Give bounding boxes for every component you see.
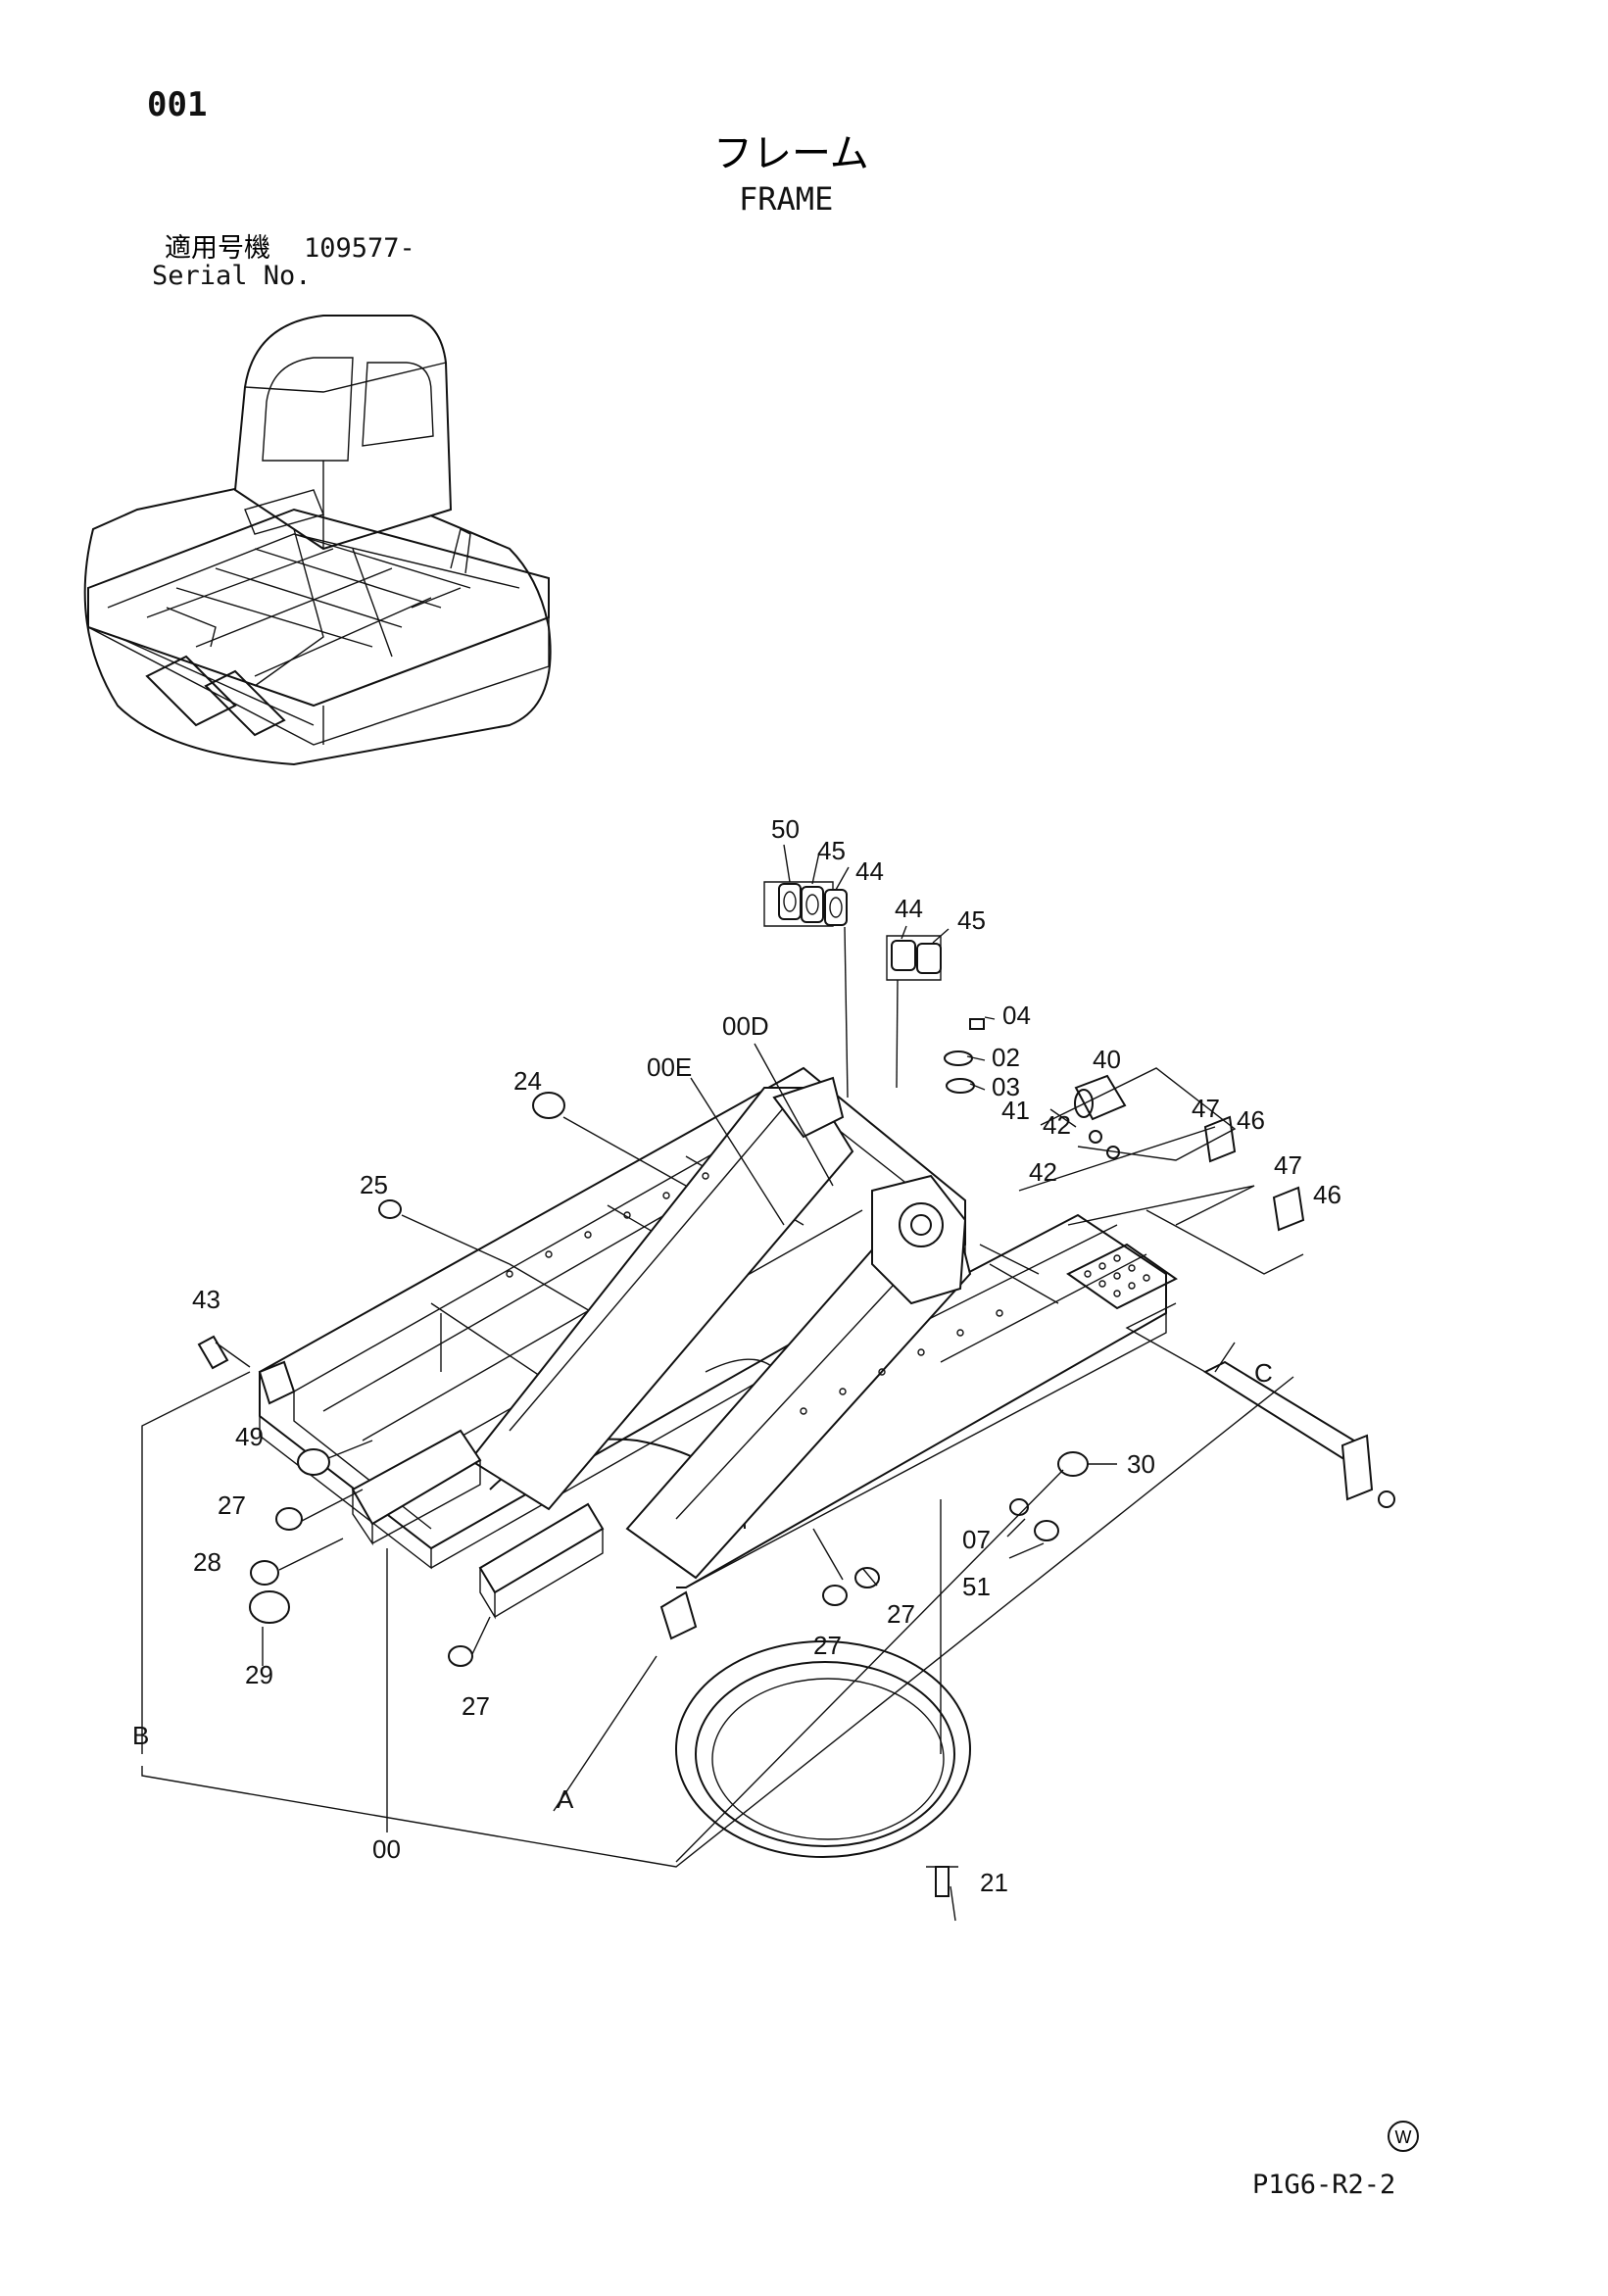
callout-51: 51 xyxy=(962,1572,991,1601)
serial-label-japanese: 適用号機 xyxy=(165,233,270,264)
callout-29: 29 xyxy=(245,1660,273,1689)
callout-47: 47 xyxy=(1192,1094,1220,1123)
title-japanese: フレーム xyxy=(713,131,869,176)
callout-28: 28 xyxy=(193,1547,221,1577)
callout-45: 45 xyxy=(817,836,846,865)
serial-label-english: Serial No. xyxy=(152,261,312,291)
callout-03: 03 xyxy=(992,1072,1020,1101)
watermark-symbol: W xyxy=(1388,2121,1419,2152)
callout-labels: 50 45 44 44 45 04 00D 02 40 00E 03 24 41… xyxy=(132,814,1341,1897)
callout-45: 45 xyxy=(957,905,986,935)
callout-49: 49 xyxy=(235,1422,264,1451)
callout-21: 21 xyxy=(980,1868,1008,1897)
callout-00D: 00D xyxy=(722,1011,769,1041)
callout-42: 42 xyxy=(1043,1110,1071,1140)
callout-27: 27 xyxy=(813,1631,842,1660)
watermark-letter: W xyxy=(1395,2127,1412,2147)
callout-44: 44 xyxy=(855,856,884,886)
callout-43: 43 xyxy=(192,1285,220,1314)
serial-number-value: 109577- xyxy=(304,233,415,264)
excavator-overview-illustration xyxy=(83,315,552,766)
title-english: FRAME xyxy=(739,180,833,218)
callout-07: 07 xyxy=(962,1525,991,1554)
callout-00E: 00E xyxy=(647,1052,692,1082)
callout-04: 04 xyxy=(1002,1001,1031,1030)
callout-C: C xyxy=(1254,1358,1273,1388)
callout-25: 25 xyxy=(360,1170,388,1199)
callout-41: 41 xyxy=(1001,1096,1030,1125)
leader-lines xyxy=(141,844,1304,1922)
callout-24: 24 xyxy=(513,1066,542,1096)
callout-27: 27 xyxy=(462,1691,490,1721)
callout-44: 44 xyxy=(895,894,923,923)
callout-B: B xyxy=(132,1721,149,1750)
callout-46: 46 xyxy=(1313,1180,1341,1209)
callout-02: 02 xyxy=(992,1043,1020,1072)
swing-ring-bearing xyxy=(675,1640,971,1858)
callout-30: 30 xyxy=(1127,1449,1155,1479)
callout-40: 40 xyxy=(1093,1045,1121,1074)
callout-27: 27 xyxy=(887,1599,915,1629)
callout-46: 46 xyxy=(1237,1105,1265,1135)
page-code: 001 xyxy=(147,85,207,124)
callout-42: 42 xyxy=(1029,1157,1057,1187)
callout-50: 50 xyxy=(771,814,800,844)
callout-A: A xyxy=(557,1784,574,1814)
main-frame-drawing xyxy=(258,1066,1178,1640)
callout-27: 27 xyxy=(218,1490,246,1520)
callout-00: 00 xyxy=(372,1834,401,1864)
drawing-code: P1G6-R2-2 xyxy=(1252,2170,1395,2200)
callout-47: 47 xyxy=(1274,1150,1302,1180)
small-parts xyxy=(197,881,1395,1897)
